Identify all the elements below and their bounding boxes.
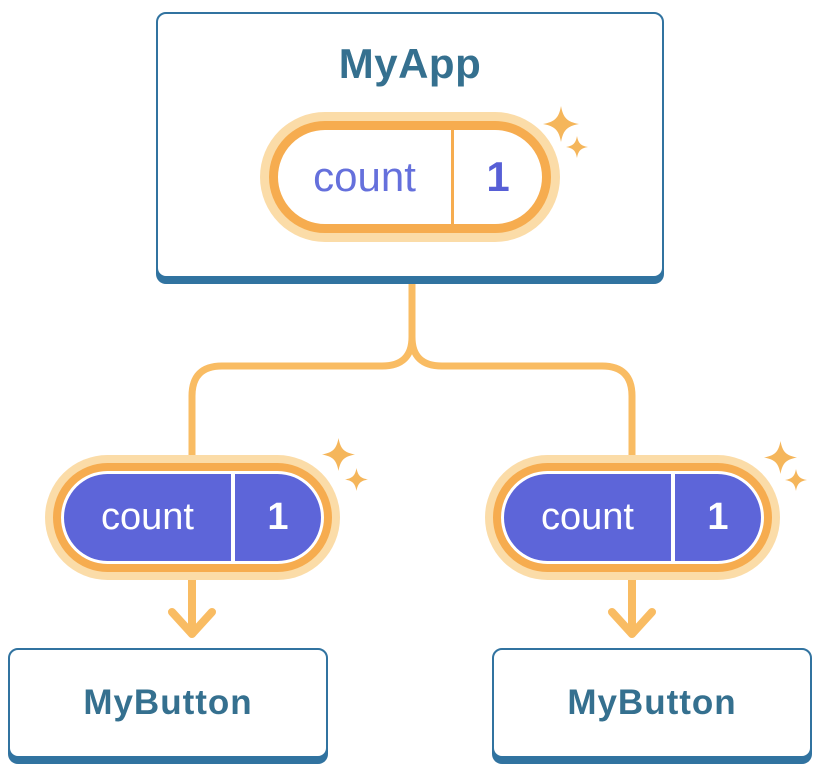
state-label: count — [541, 496, 634, 538]
arrow-left-head — [168, 608, 216, 638]
state-label: count — [101, 496, 194, 538]
pill-divider — [451, 130, 454, 224]
sparkle-icon — [345, 468, 368, 491]
state-pill-left-core: count 1 — [64, 474, 321, 561]
state-value: 1 — [267, 496, 289, 538]
state-pill-root-ring: count 1 — [269, 121, 551, 233]
component-card-mybutton-right: MyButton — [492, 648, 812, 758]
pill-divider — [671, 474, 675, 561]
sparkle-icon — [785, 469, 807, 491]
sparkle-icon — [543, 106, 579, 142]
sparkle-icon — [322, 438, 355, 471]
state-pill-right-child: count 1 — [485, 455, 780, 580]
component-title: MyButton — [567, 683, 737, 722]
state-value: 1 — [486, 153, 510, 200]
state-value: 1 — [707, 496, 729, 538]
fork-line-left — [188, 276, 416, 459]
state-pill-right-ring: count 1 — [493, 463, 772, 572]
pill-divider — [231, 474, 235, 561]
state-pill-left-child: count 1 — [45, 455, 340, 580]
state-pill-right-core: count 1 — [504, 474, 761, 561]
state-pill-left-ring: count 1 — [53, 463, 332, 572]
state-label: count — [313, 153, 416, 200]
component-title: MyApp — [338, 40, 482, 87]
sparkle-icon — [764, 441, 797, 474]
sparkle-icon — [566, 136, 588, 158]
arrow-right-head — [608, 608, 656, 638]
component-card-mybutton-left: MyButton — [8, 648, 328, 758]
state-pill-root: count 1 — [260, 112, 560, 242]
fork-line-right — [408, 276, 636, 459]
component-title: MyButton — [83, 683, 253, 722]
